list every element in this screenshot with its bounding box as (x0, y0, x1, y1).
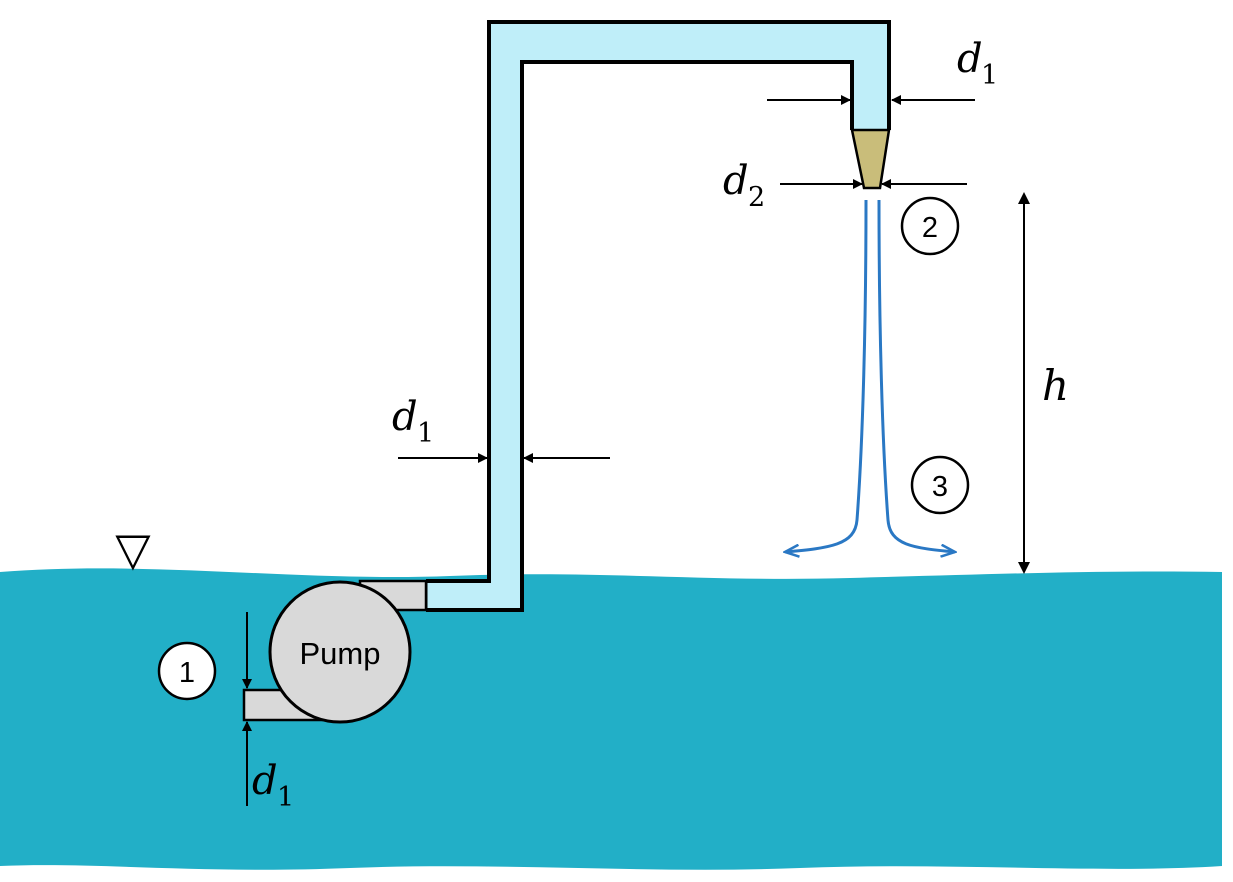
svg-text:1: 1 (277, 782, 294, 813)
water-body (0, 568, 1222, 870)
pipe-inner-wall (426, 60, 854, 612)
svg-text:2: 2 (748, 182, 765, 213)
free-surface-symbol: ▽ (115, 523, 151, 575)
label-d1-inlet: d 1 (252, 758, 294, 813)
svg-text:1: 1 (179, 657, 195, 689)
pipe-outer-wall (426, 20, 891, 583)
point-1-marker: 1 (157, 641, 217, 701)
label-d1-riser: d 1 (392, 394, 434, 449)
point-2-marker: 2 (900, 196, 960, 256)
svg-text:d: d (723, 158, 749, 204)
svg-text:d: d (392, 394, 418, 440)
pump-label: Pump (300, 636, 381, 671)
svg-text:1: 1 (981, 60, 998, 91)
pipe (424, 20, 891, 612)
h-arrow-head-top (1018, 192, 1030, 204)
label-h: h (1042, 361, 1069, 410)
svg-text:d: d (252, 758, 278, 804)
point-3-marker: 3 (910, 455, 970, 515)
water-jet (785, 199, 955, 552)
pump-body (268, 580, 412, 724)
svg-text:d: d (957, 36, 983, 82)
jet-left-stream (785, 199, 868, 552)
svg-text:2: 2 (922, 212, 938, 244)
svg-text:3: 3 (932, 471, 948, 503)
label-d1-top: d 1 (957, 36, 998, 91)
dimension-arrows (242, 95, 1030, 806)
pipe-fill (426, 22, 889, 610)
nozzle (850, 128, 891, 190)
h-arrow-head-bottom (1018, 562, 1030, 574)
svg-text:1: 1 (417, 418, 434, 449)
label-d2: d 2 (723, 158, 765, 213)
jet-right-stream (877, 199, 955, 552)
